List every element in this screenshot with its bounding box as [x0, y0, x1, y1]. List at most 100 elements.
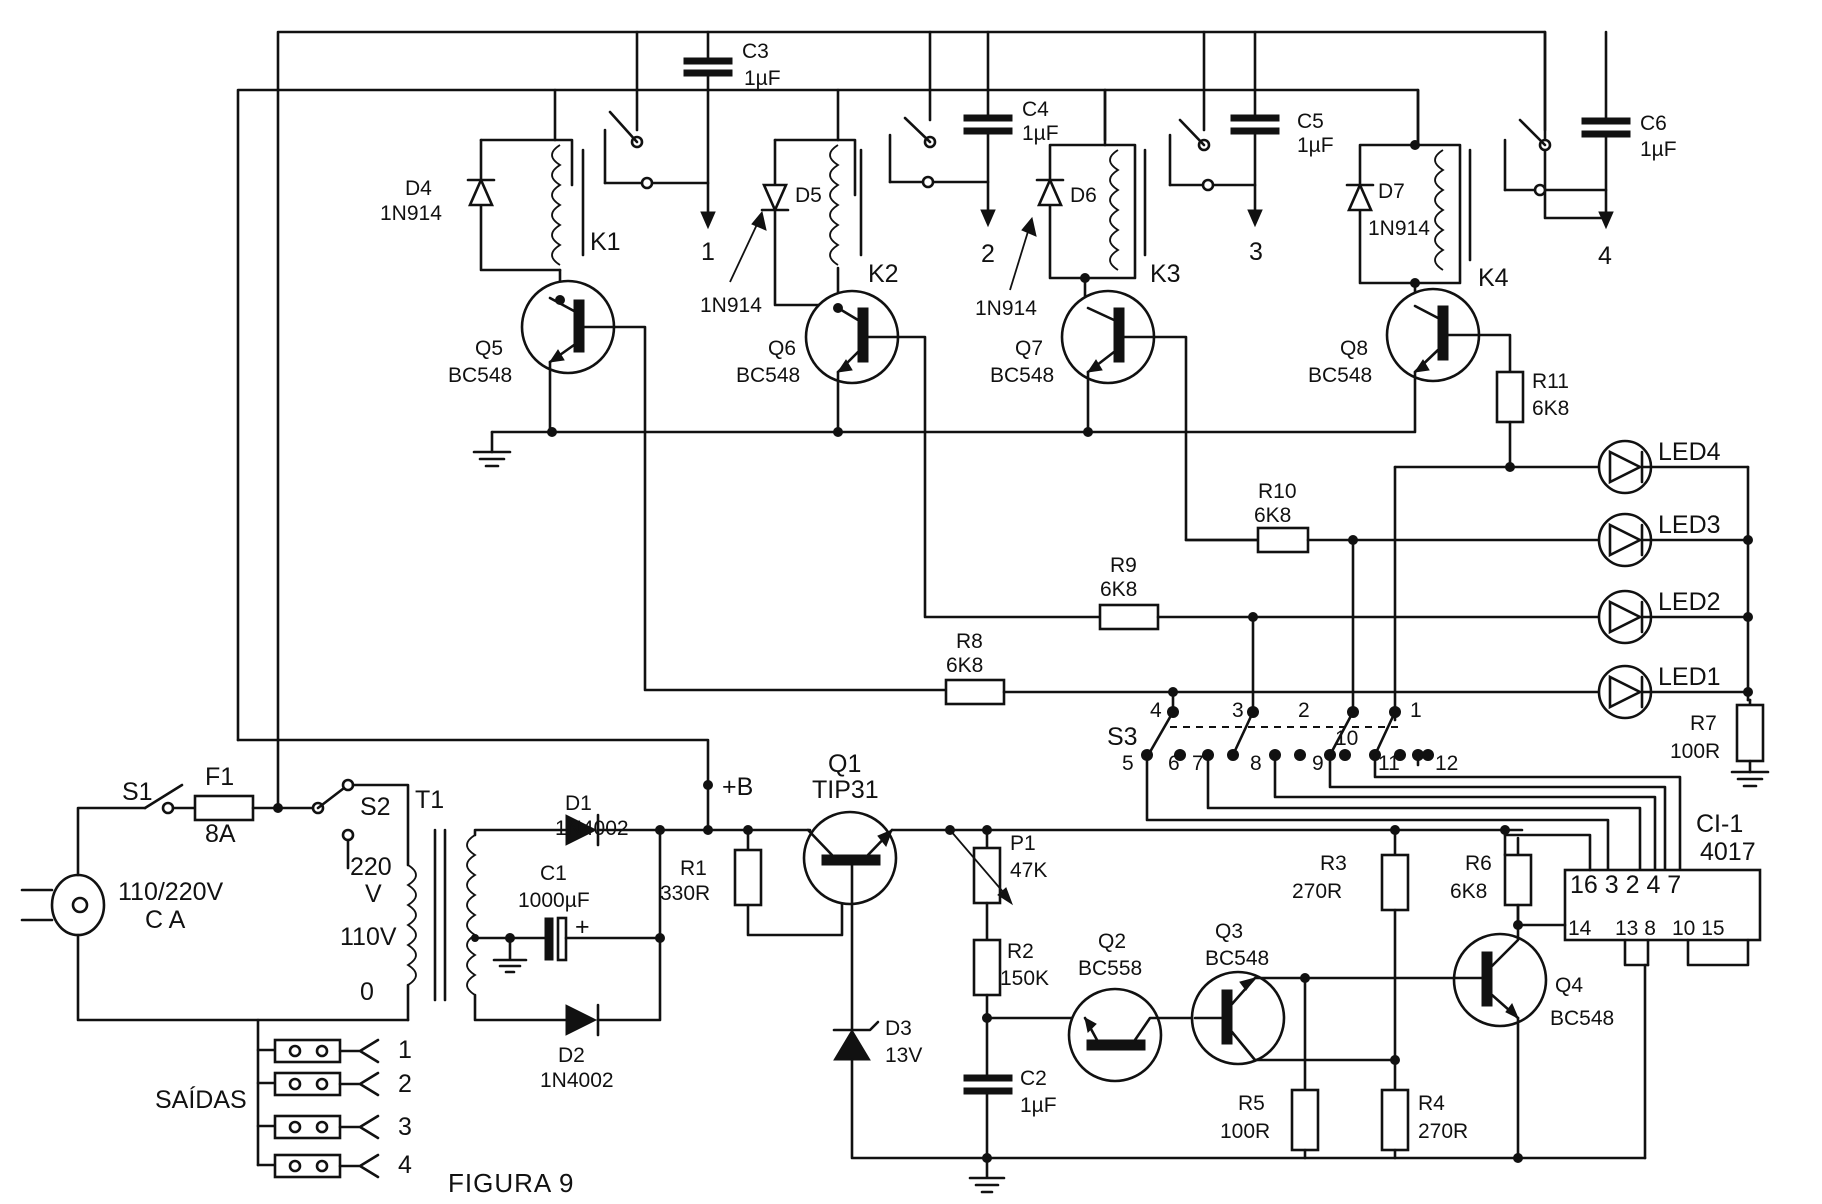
label-p1-value: 47K — [1010, 859, 1047, 882]
ci1-4017-ic — [1503, 833, 1762, 967]
label-r9-value: 6K8 — [1100, 578, 1137, 601]
c4-plate-top — [963, 114, 1013, 122]
led-section — [944, 439, 1770, 788]
led1 — [1608, 674, 1643, 710]
label-saida-3: 3 — [398, 1113, 412, 1141]
label-f1: F1 — [205, 763, 234, 791]
label-q1: Q1 — [828, 750, 861, 778]
ci1-body — [1563, 868, 1762, 942]
label-s3-pin4: 4 — [1150, 699, 1162, 722]
label-s3-pin5: 5 — [1122, 752, 1134, 775]
label-d4-value: 1N914 — [380, 202, 442, 225]
label-led1: LED1 — [1658, 663, 1721, 691]
label-q8: Q8 — [1340, 337, 1368, 360]
component-labels: C3 1µF C4 1µF C5 1µF C6 1µF D4 1N914 D5 … — [118, 40, 1756, 1198]
output-3-arrow — [1247, 209, 1263, 228]
s3-rotary-switch — [1141, 706, 1682, 872]
label-r4: R4 — [1418, 1092, 1445, 1115]
r6-resistor — [1503, 853, 1533, 907]
label-ci1-pins-top: 16 3 2 4 7 — [1570, 871, 1681, 899]
label-led4: LED4 — [1658, 438, 1721, 466]
r4-resistor — [1380, 1088, 1410, 1152]
label-k3: K3 — [1150, 260, 1181, 288]
label-s3-pin6: 6 — [1168, 752, 1180, 775]
label-r11: R11 — [1532, 370, 1569, 393]
label-p1: P1 — [1010, 832, 1036, 855]
relay-channel-1 — [466, 30, 967, 692]
label-c2: C2 — [1020, 1067, 1047, 1090]
label-c5: C5 — [1297, 110, 1324, 133]
led3 — [1608, 522, 1643, 558]
c1-plate-pos — [556, 916, 568, 962]
r7-resistor — [1735, 703, 1765, 763]
label-q5-value: BC548 — [448, 364, 512, 387]
label-d7-value: 1N914 — [1368, 217, 1430, 240]
relay-channel-3 — [1009, 30, 1280, 542]
label-s1: S1 — [122, 778, 153, 806]
label-q1-value: TIP31 — [812, 776, 879, 804]
q2-transistor — [1067, 987, 1163, 1083]
label-d6: D6 — [1070, 184, 1097, 207]
label-s3-pin1: 1 — [1410, 699, 1422, 722]
label-q7: Q7 — [1015, 337, 1043, 360]
saida-1-connector — [273, 1038, 342, 1064]
label-r5-value: 100R — [1220, 1120, 1270, 1143]
c3-plate-top — [683, 57, 733, 65]
label-plus-b: +B — [722, 773, 753, 801]
r11-resistor — [1495, 370, 1525, 424]
r1-resistor — [733, 848, 763, 907]
relay-channel-4 — [490, 30, 1631, 472]
label-q3: Q3 — [1215, 920, 1243, 943]
label-r2-value: 150K — [1000, 967, 1049, 990]
label-tap-220: 220 — [350, 853, 392, 881]
output-1-arrow — [700, 211, 716, 230]
label-c6-value: 1µF — [1640, 138, 1677, 161]
label-k1: K1 — [590, 228, 621, 256]
label-r8: R8 — [956, 630, 983, 653]
label-r6: R6 — [1465, 852, 1492, 875]
label-d1-value: 1N4002 — [555, 817, 629, 840]
label-c1-plus: + — [575, 913, 590, 941]
label-k2: K2 — [868, 260, 899, 288]
led2 — [1608, 599, 1643, 635]
label-s3-pin11: 11 — [1378, 752, 1400, 775]
label-output-3: 3 — [1249, 238, 1263, 266]
label-q2: Q2 — [1098, 930, 1126, 953]
label-saida-2: 2 — [398, 1070, 412, 1098]
label-led3: LED3 — [1658, 511, 1721, 539]
label-led2: LED2 — [1658, 588, 1721, 616]
q4-transistor — [1452, 932, 1548, 1028]
d2-diode — [565, 1004, 598, 1036]
label-c2-value: 1µF — [1020, 1094, 1057, 1117]
k1-contact-no — [640, 176, 654, 190]
label-mains-ac: C A — [145, 906, 186, 934]
saida-3-connector — [273, 1114, 342, 1140]
label-r1: R1 — [680, 857, 707, 880]
label-ci1-pins-bottom-a: 13 8 — [1615, 917, 1656, 940]
c2-plate-top — [963, 1074, 1013, 1082]
d1-diode — [565, 814, 598, 846]
label-output-2: 2 — [981, 240, 995, 268]
label-output-4: 4 — [1598, 242, 1612, 270]
label-c6: C6 — [1640, 112, 1667, 135]
label-q8-value: BC548 — [1308, 364, 1372, 387]
c6-plate-top — [1581, 117, 1631, 125]
label-r10-value: 6K8 — [1254, 504, 1291, 527]
r3-resistor — [1380, 853, 1410, 912]
c1-plate-neg — [544, 917, 554, 961]
label-output-1: 1 — [701, 238, 715, 266]
label-r5: R5 — [1238, 1092, 1265, 1115]
label-s3-pin2: 2 — [1298, 699, 1310, 722]
label-d5: D5 — [795, 184, 822, 207]
c5-plate-top — [1230, 114, 1280, 122]
label-c4-value: 1µF — [1022, 122, 1059, 145]
label-saida-4: 4 — [398, 1151, 412, 1179]
label-d3: D3 — [885, 1017, 912, 1040]
d5-diode — [762, 183, 788, 214]
label-tap-110: 110V — [340, 923, 397, 951]
d7-diode — [1347, 181, 1373, 212]
relay-channel-2 — [729, 30, 1102, 619]
p1-potentiometer — [972, 846, 1002, 905]
c2-plate-bottom — [963, 1087, 1013, 1095]
label-r3: R3 — [1320, 852, 1347, 875]
